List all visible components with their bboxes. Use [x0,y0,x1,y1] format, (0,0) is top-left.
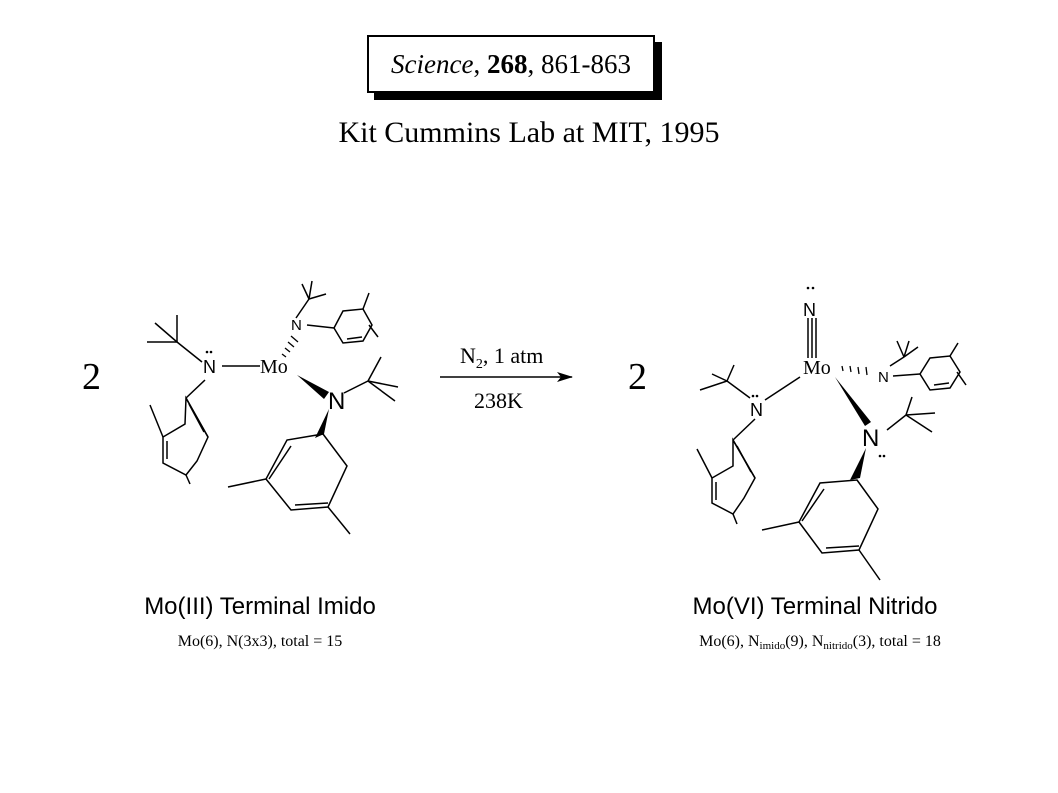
condition-top: N2, 1 atm [460,343,543,372]
journal-pages: 861-863 [540,48,631,79]
reactant-metal: Mo [260,356,288,378]
product-n-right: N [878,369,889,386]
reactant-structure [147,280,399,535]
product-label: Mo(VI) Terminal Nitrido [692,593,938,620]
product-n-lower: N [862,425,879,452]
product-electron-count: Mo(6), Nimido(9), Nnitrido(3), total = 1… [699,633,941,652]
reactant-coefficient: 2 [82,356,101,398]
reactant-electron-count: Mo(6), N(3x3), total = 15 [177,633,343,650]
product-structure [696,318,967,581]
journal-name: Science [391,48,474,79]
reactant-n-top: N [291,317,302,334]
reactant-label: Mo(III) Terminal Imido [144,593,376,620]
product-n-nitrido: N [803,300,816,320]
reactant-n-left: N [203,357,216,377]
journal-volume: 268 [486,48,528,79]
reactant-lone-pairs [205,350,213,354]
condition-bottom: 238K [474,388,523,413]
citation-box: Science, 268, 861-863 [367,35,655,93]
product-lone-pairs [751,286,886,458]
reactant-n-right: N [328,388,345,415]
product-metal: Mo [803,357,831,379]
lab-subtitle: Kit Cummins Lab at MIT, 1995 [338,116,720,149]
product-coefficient: 2 [628,356,647,398]
product-n-left: N [750,400,763,420]
